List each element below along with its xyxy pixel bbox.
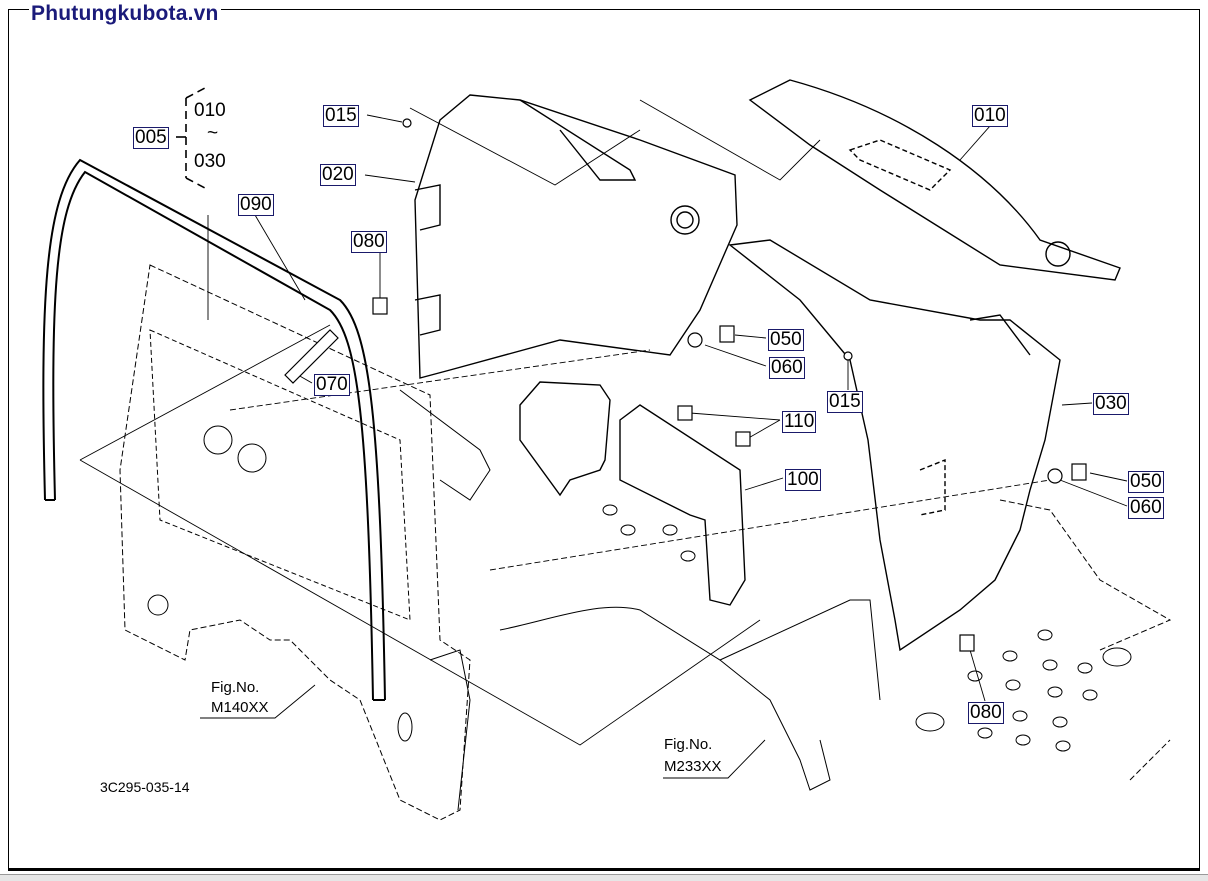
assembly-range-end: 030 xyxy=(194,151,226,172)
side-cover-020 xyxy=(414,94,738,379)
callout-080-left[interactable]: 080 xyxy=(351,231,387,253)
bottom-scrollbar xyxy=(0,874,1208,881)
callout-005[interactable]: 005 xyxy=(133,127,169,149)
callout-020[interactable]: 020 xyxy=(320,164,356,186)
site-brand-watermark: Phutungkubota.vn xyxy=(29,2,221,26)
callout-080-right[interactable]: 080 xyxy=(968,702,1004,724)
fig-ref-code-m140xx[interactable]: M140XX xyxy=(211,699,269,716)
fasteners xyxy=(284,118,1087,652)
callout-050-right[interactable]: 050 xyxy=(1128,471,1164,493)
weatherstrip-090 xyxy=(42,158,386,701)
callout-015-right[interactable]: 015 xyxy=(827,391,863,413)
assembly-bracket xyxy=(176,87,206,189)
callout-090[interactable]: 090 xyxy=(238,194,274,216)
callout-110[interactable]: 110 xyxy=(782,411,817,433)
diagram-code: 3C295-035-14 xyxy=(100,779,190,795)
assembly-range-separator: ~ xyxy=(207,123,219,144)
fig-ref-label-2: Fig.No. xyxy=(664,736,713,753)
diagram-frame xyxy=(8,9,1200,871)
fig-ref-code-m233xx[interactable]: M233XX xyxy=(664,758,722,775)
floor-plate xyxy=(499,499,1172,791)
callout-070[interactable]: 070 xyxy=(314,374,350,396)
assembly-range-start: 010 xyxy=(194,100,226,121)
callout-030[interactable]: 030 xyxy=(1093,393,1129,415)
callout-050-left[interactable]: 050 xyxy=(768,329,804,351)
top-cover-010 xyxy=(748,79,1121,281)
callout-100[interactable]: 100 xyxy=(785,469,821,491)
callout-010[interactable]: 010 xyxy=(972,105,1008,127)
callout-015-left[interactable]: 015 xyxy=(323,105,359,127)
callout-060-right[interactable]: 060 xyxy=(1128,497,1164,519)
callout-060-left[interactable]: 060 xyxy=(769,357,805,379)
dash-panel xyxy=(119,264,491,821)
fig-ref-label-1: Fig.No. xyxy=(211,679,260,696)
side-cover-030 xyxy=(728,239,1061,652)
leader-lines xyxy=(79,99,1128,779)
bracket-100 xyxy=(519,381,746,606)
